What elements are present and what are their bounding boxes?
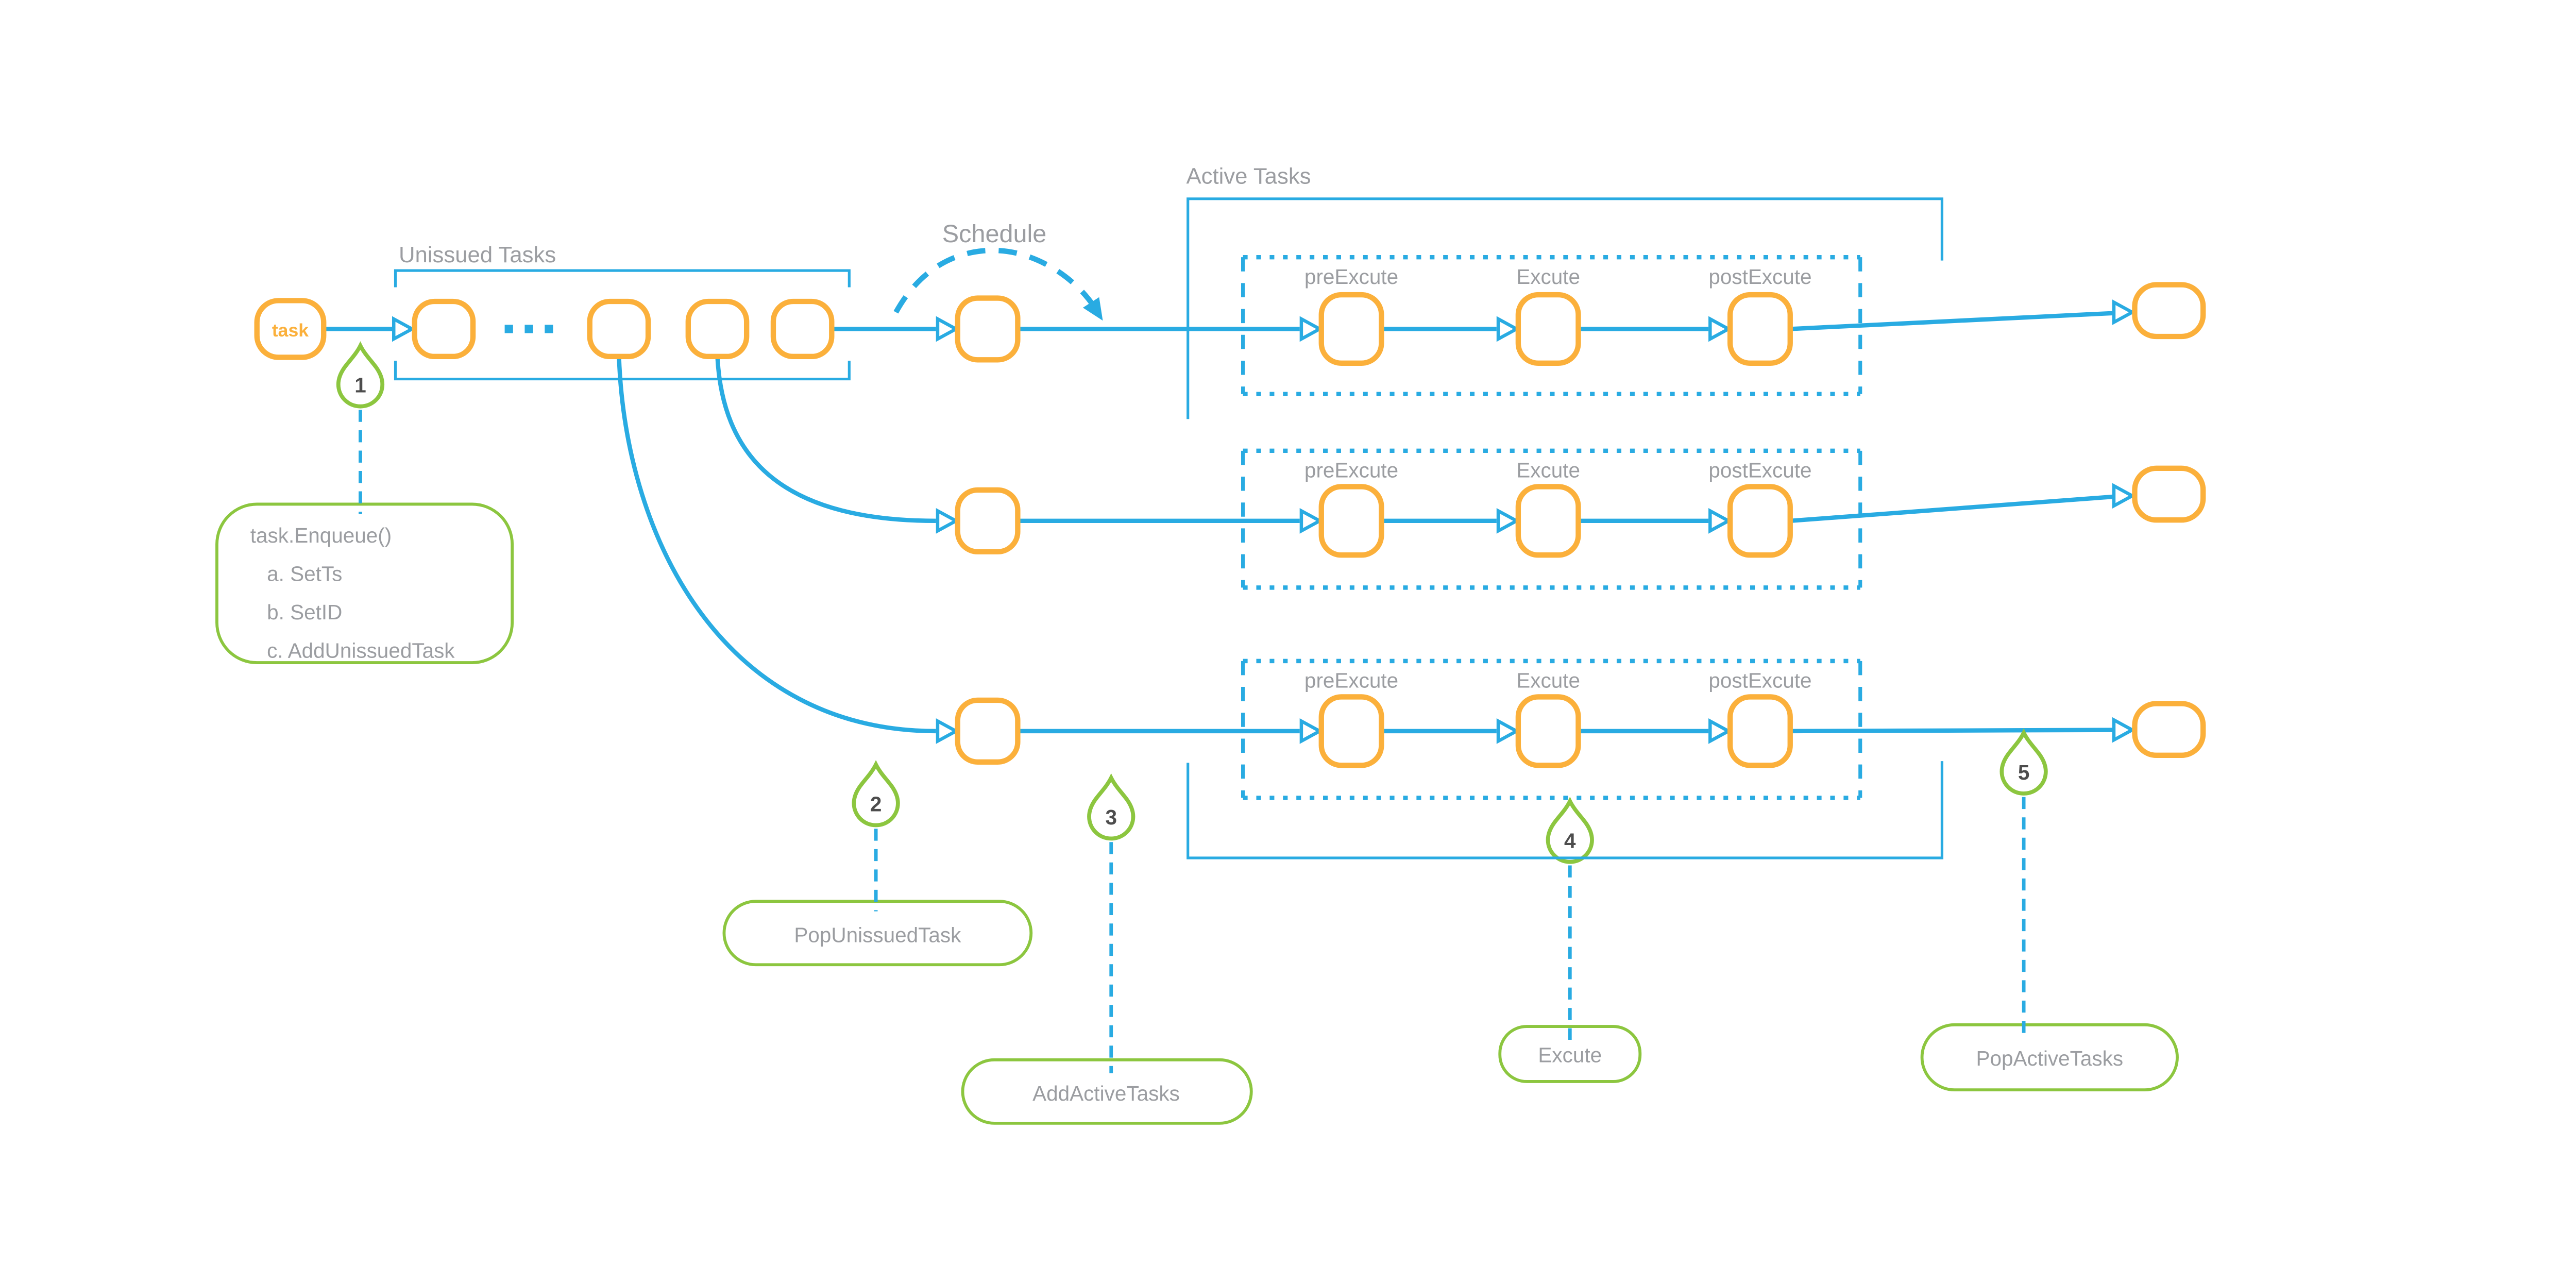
lane1-postexcute-label: postExcute [1708, 265, 1811, 289]
postexcute-node-lane1 [1727, 292, 1793, 366]
step-markers: 1 2 3 4 5 [336, 341, 2048, 1073]
unissued-node-2 [587, 298, 651, 360]
step-1-number: 1 [354, 373, 366, 397]
end-node-lane2 [2132, 465, 2206, 523]
step-label-boxes: task.Enqueue() a. SetTs b. SetID c. AddU… [215, 502, 2179, 1125]
step-1-pin-icon [336, 341, 385, 409]
stage-box-lane-1 [1241, 255, 1862, 396]
step-2-pin-icon [852, 760, 900, 828]
step-1-subitem-b: b. SetID [267, 600, 342, 624]
postexcute-node-lane2 [1727, 484, 1793, 558]
edge-post2-to-end2 [1790, 494, 2114, 524]
arrowhead-post2-to-end2 [2112, 483, 2136, 509]
edge-post3-to-end3 [1790, 728, 2114, 734]
arrowhead-queue-to-schedule1 [936, 316, 960, 342]
excute-node-lane2 [1515, 484, 1581, 558]
lane3-excute-label: Excute [1516, 669, 1580, 693]
arrowhead-ex2-to-post2 [1708, 508, 1732, 534]
end-node-lane1 [2132, 282, 2206, 340]
stage-box-lane-3 [1241, 659, 1862, 800]
ellipsis-dot [504, 325, 513, 333]
schedule-node-lane3 [955, 697, 1021, 765]
step-3-pin-icon [1087, 773, 1136, 841]
arrowhead-queue-to-schedule3 [936, 718, 960, 744]
step-3-number: 3 [1105, 805, 1117, 829]
step-5-label: PopActiveTasks [1976, 1047, 2123, 1070]
preexcute-node-lane2 [1318, 484, 1384, 558]
arrowhead-ex3-to-post3 [1708, 718, 1732, 744]
active-tasks-bracket-bottom [1187, 761, 1944, 859]
step-5-label-box [1920, 1023, 2179, 1092]
arrowhead-queue-to-schedule2 [936, 508, 960, 534]
schedule-arc [893, 247, 1097, 314]
step-1-subitem-a: a. SetTs [267, 562, 342, 585]
unissued-node-1 [412, 298, 476, 360]
lane3-postexcute-label: postExcute [1708, 669, 1811, 693]
lane1-excute-label: Excute [1516, 265, 1580, 289]
task-node [254, 298, 327, 360]
arrowhead-post3-to-end3 [2112, 717, 2136, 743]
step-4-number: 4 [1564, 829, 1576, 853]
arrowhead-pre1-to-ex1 [1496, 316, 1520, 342]
unissued-node-3 [685, 298, 750, 360]
step-1-subitem-c: c. AddUnissuedTask [267, 638, 455, 662]
end-node-lane3 [2132, 701, 2206, 758]
arrowhead-ex1-to-post1 [1708, 316, 1732, 342]
schedule-node-lane1 [955, 295, 1021, 363]
schedule-title: Schedule [942, 220, 1047, 248]
step-4-label-box [1498, 1025, 1642, 1083]
step-3-label: AddActiveTasks [1032, 1082, 1180, 1105]
unissued-node-4 [770, 298, 835, 360]
arrowhead-schedule3-to-pre3 [1299, 718, 1324, 744]
unissued-bracket-bottom [394, 360, 851, 381]
postexcute-node-lane3 [1727, 694, 1793, 768]
task-node-label: task [272, 320, 309, 341]
ellipsis-dots-icon [504, 325, 553, 333]
active-tasks-bracket-top [1187, 197, 1944, 419]
nodes: task [254, 282, 2206, 768]
schedule-arc-arrowhead-icon [1082, 297, 1103, 321]
arrowhead-schedule2-to-pre2 [1299, 508, 1324, 534]
lane2-postexcute-label: postExcute [1708, 459, 1811, 482]
unissued-tasks-title: Unissued Tasks [399, 242, 556, 267]
preexcute-node-lane1 [1318, 292, 1384, 366]
excute-node-lane1 [1515, 292, 1581, 366]
arrowhead-post1-to-end1 [2112, 299, 2136, 325]
arrowhead-task-to-queue [392, 316, 416, 342]
step-5-number: 5 [2018, 761, 2030, 784]
stage-box-lane-2 [1241, 448, 1862, 590]
arrowhead-pre3-to-ex3 [1496, 718, 1520, 744]
step-1-label-box [215, 502, 514, 665]
arrowhead-pre2-to-ex2 [1496, 508, 1520, 534]
ellipsis-dot [524, 325, 533, 333]
lane3-preexcute-label: preExcute [1304, 669, 1398, 693]
step-1-label: task.Enqueue() [250, 524, 392, 547]
ellipsis-dot [545, 325, 553, 333]
unissued-bracket-top [394, 269, 851, 288]
lane1-preexcute-label: preExcute [1304, 265, 1398, 289]
edge-queue-to-schedule2 [715, 356, 936, 524]
step-3-label-box [961, 1058, 1253, 1125]
step-4-pin-icon [1546, 797, 1594, 864]
lane2-preexcute-label: preExcute [1304, 459, 1398, 482]
step-5-pin-icon [1999, 728, 2048, 796]
arrowhead-schedule1-to-pre1 [1299, 316, 1324, 342]
preexcute-node-lane3 [1318, 694, 1384, 768]
schedule-node-lane2 [955, 487, 1021, 554]
excute-node-lane3 [1515, 694, 1581, 768]
active-tasks-title: Active Tasks [1186, 164, 1311, 189]
edge-queue-to-schedule3 [617, 356, 936, 734]
flow-edges [324, 247, 2136, 744]
edge-post1-to-end1 [1790, 311, 2114, 331]
step-2-label: PopUnissuedTask [794, 923, 961, 947]
step-4-label: Excute [1538, 1043, 1602, 1067]
lane2-excute-label: Excute [1516, 459, 1580, 482]
step-2-number: 2 [870, 792, 882, 816]
